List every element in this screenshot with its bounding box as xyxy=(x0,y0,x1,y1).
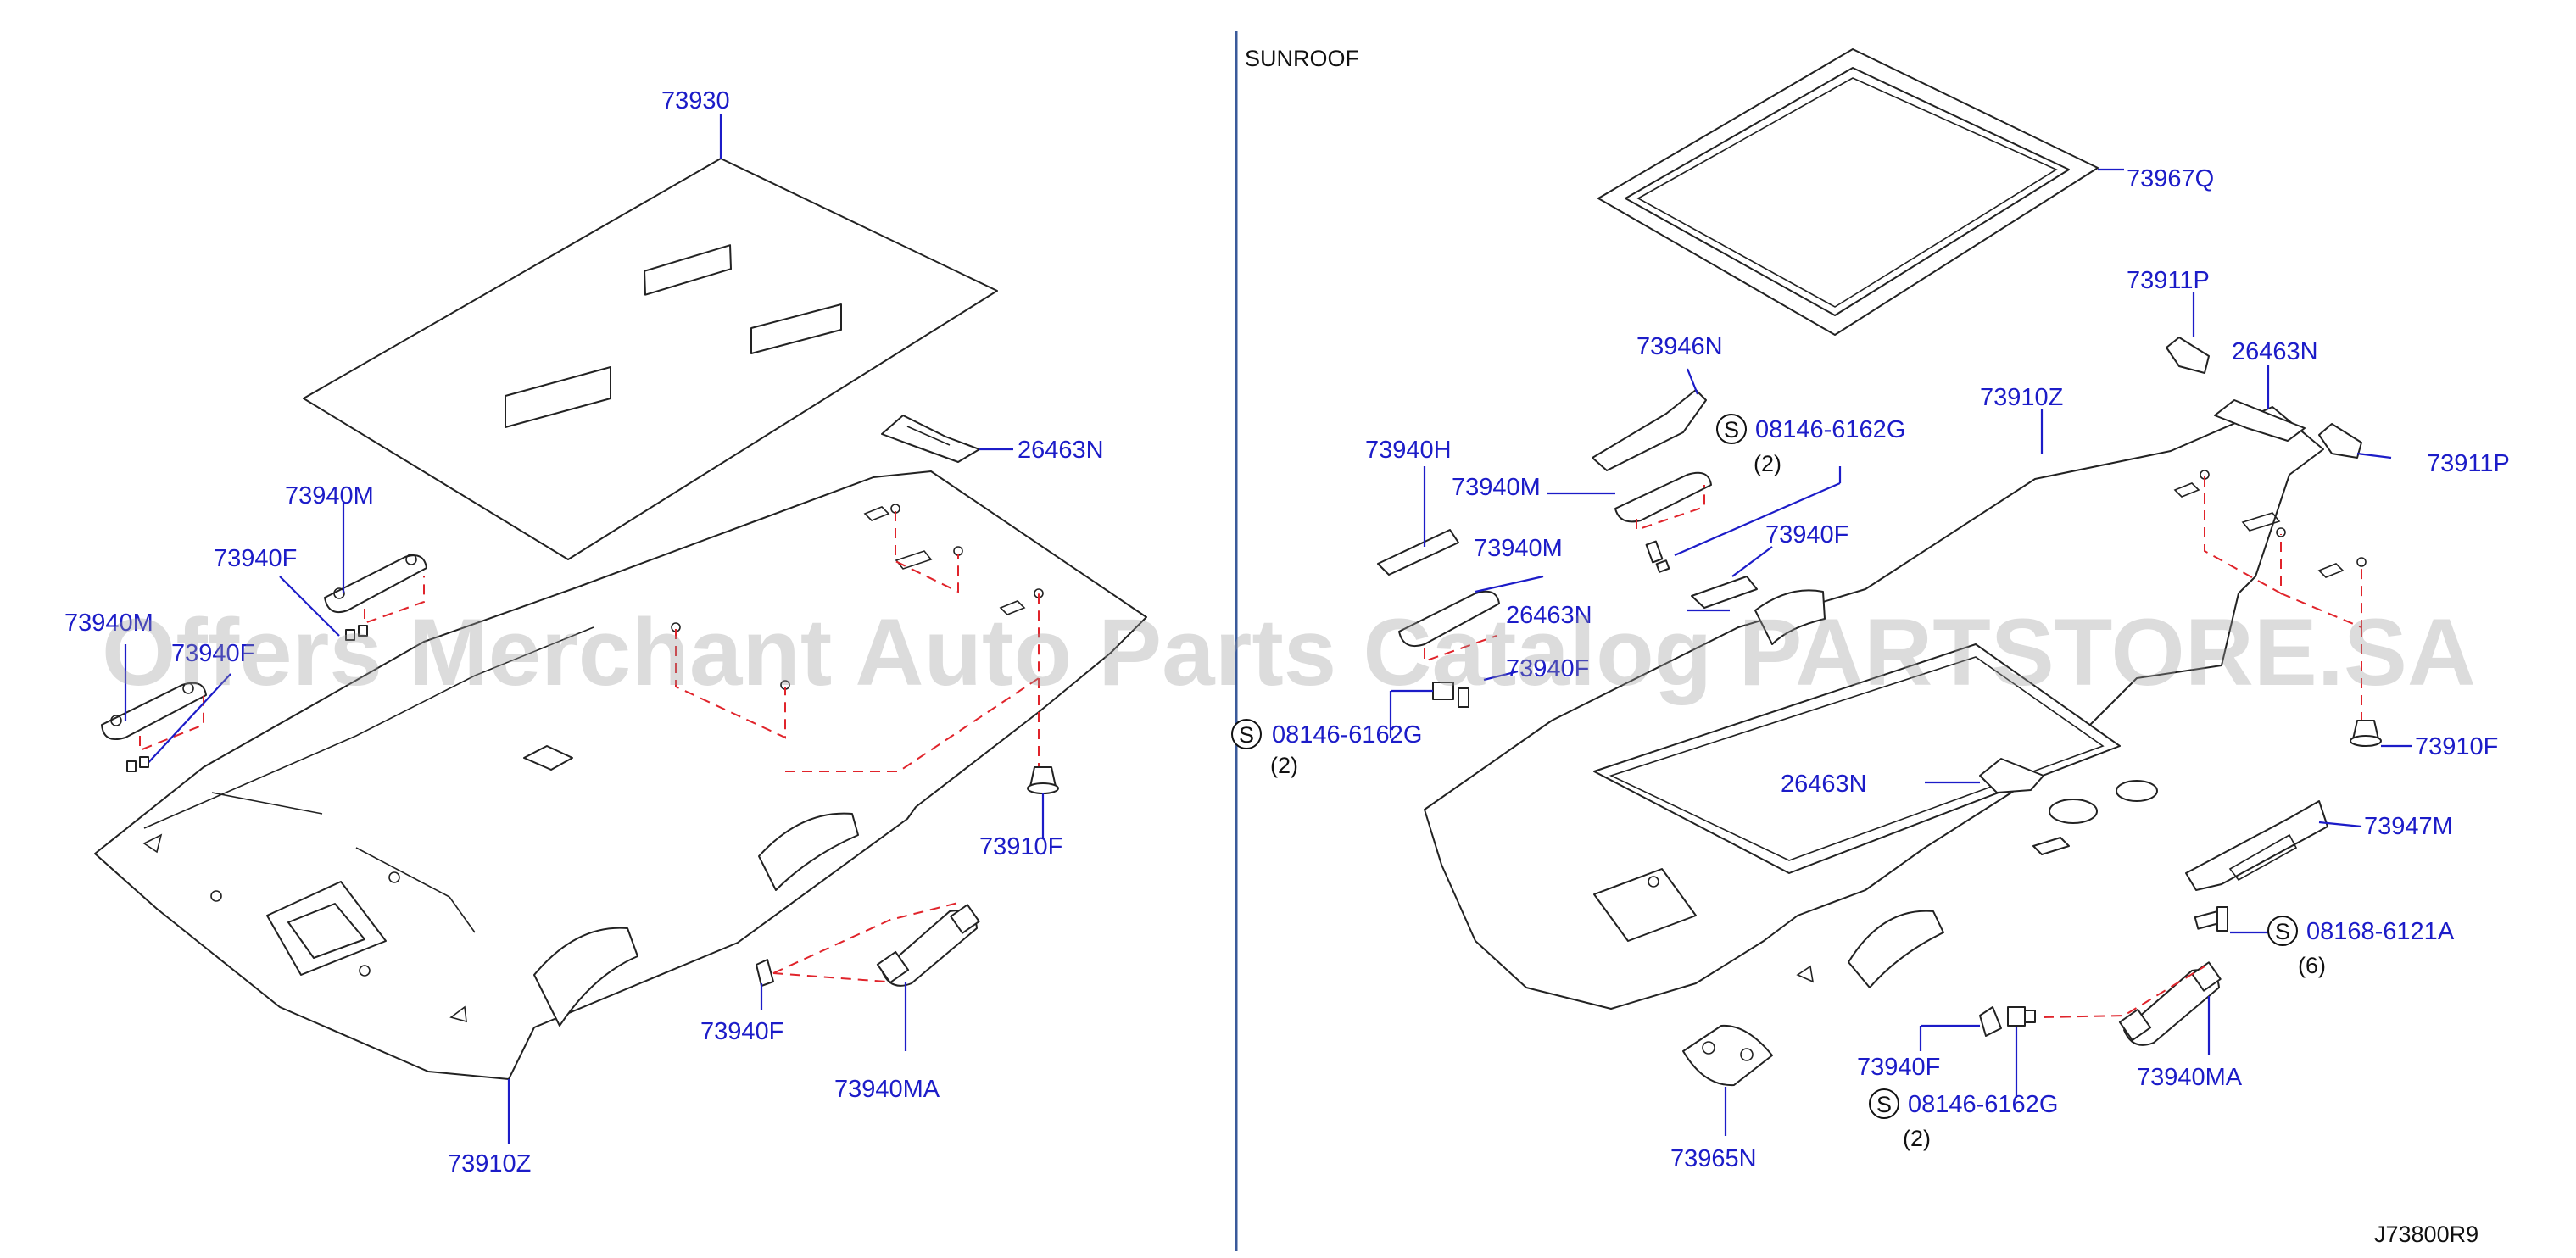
label-73940F-low-right[interactable]: 73940F xyxy=(1857,1054,1940,1081)
label-26463N-top[interactable]: 26463N xyxy=(2232,338,2318,365)
label-73940MA-right[interactable]: 73940MA xyxy=(2137,1064,2243,1091)
label-73946N[interactable]: 73946N xyxy=(1636,333,1723,360)
assist-grip-73940MA-right[interactable] xyxy=(2118,961,2222,1046)
label-73940F-upper[interactable]: 73940F xyxy=(214,545,297,572)
clip-73940F-a[interactable] xyxy=(1691,576,1758,609)
screw-symbol-top: S xyxy=(1716,414,1747,444)
trim-bar-73947M[interactable] xyxy=(2185,800,2328,891)
label-73910Z-right[interactable]: 73910Z xyxy=(1980,384,2063,411)
assist-grip-73940M-a[interactable] xyxy=(1614,471,1712,523)
lamp-73965N[interactable] xyxy=(1682,1024,1773,1087)
clip-73910F-left[interactable] xyxy=(1027,766,1059,794)
diagram-id: J73800R9 xyxy=(2374,1222,2478,1247)
headlining-73910Z-right[interactable] xyxy=(1424,406,2367,1010)
headlining-73910Z-left[interactable] xyxy=(94,470,1147,1080)
qty-08146-left: (2) xyxy=(1270,753,1298,778)
label-73940F-b[interactable]: 73940F xyxy=(1506,655,1589,682)
svg-text:S: S xyxy=(1876,1092,1892,1117)
label-73940F-low-left[interactable]: 73940F xyxy=(700,1018,783,1045)
label-73911P-top[interactable]: 73911P xyxy=(2127,267,2210,294)
label-73947M[interactable]: 73947M xyxy=(2364,813,2453,840)
qty-08146-low: (2) xyxy=(1903,1126,1931,1151)
bracket-26463N-center[interactable] xyxy=(1979,758,2044,793)
screw-08146-top[interactable] xyxy=(1645,540,1670,573)
label-73965N[interactable]: 73965N xyxy=(1670,1145,1757,1172)
bracket-73911P-top[interactable] xyxy=(2166,337,2210,374)
label-73967Q[interactable]: 73967Q xyxy=(2127,165,2214,192)
bracket-73940H[interactable] xyxy=(1377,529,1459,576)
label-73940M-left[interactable]: 73940M xyxy=(64,610,153,637)
label-73940F-a[interactable]: 73940F xyxy=(1765,521,1848,548)
watermark-text: Offers Merchant Auto Parts Catalog PARTS… xyxy=(102,599,2476,705)
label-73911P-right[interactable]: 73911P xyxy=(2427,450,2510,477)
clip-73910F-right[interactable] xyxy=(2350,720,2382,747)
sunroof-section-title: SUNROOF xyxy=(1245,46,1359,71)
screw-symbol-low: S xyxy=(1869,1088,1899,1119)
bracket-73911P-right[interactable] xyxy=(2318,423,2362,459)
label-26463N-mid[interactable]: 26463N xyxy=(1506,602,1592,629)
screw-symbol-08168: S xyxy=(2267,916,2298,946)
label-08168[interactable]: 08168-6121A xyxy=(2306,918,2455,945)
svg-text:S: S xyxy=(1724,417,1739,443)
screw-symbol-left: S xyxy=(1231,719,1262,749)
assist-grip-73940M-upper[interactable] xyxy=(324,554,427,614)
clip-73940F-upper[interactable] xyxy=(345,625,368,641)
label-08146-left[interactable]: 08146-6162G xyxy=(1272,721,1422,749)
label-73940M-upper[interactable]: 73940M xyxy=(285,482,374,509)
label-73910Z-left[interactable]: 73910Z xyxy=(448,1150,531,1177)
screw-08146-low[interactable] xyxy=(2007,1006,2036,1027)
label-26463N-left[interactable]: 26463N xyxy=(1018,437,1104,464)
label-73940MA-left[interactable]: 73940MA xyxy=(834,1076,940,1103)
svg-text:S: S xyxy=(2275,919,2290,944)
bracket-26463N-top[interactable] xyxy=(2214,399,2306,442)
bracket-73946N[interactable] xyxy=(1592,389,1707,471)
label-73930[interactable]: 73930 xyxy=(661,87,730,114)
label-08146-low[interactable]: 08146-6162G xyxy=(1908,1091,2058,1118)
qty-08168: (6) xyxy=(2298,953,2326,978)
label-73910F-left[interactable]: 73910F xyxy=(979,833,1062,860)
label-73940M-b[interactable]: 73940M xyxy=(1474,535,1563,562)
label-73940M-a[interactable]: 73940M xyxy=(1452,474,1541,501)
clip-73940F-left[interactable] xyxy=(126,756,149,772)
sunroof-frame-73967Q[interactable] xyxy=(1597,48,2099,336)
clip-73940F-low-left[interactable] xyxy=(756,959,774,987)
label-08146-top[interactable]: 08146-6162G xyxy=(1755,416,1905,443)
label-26463N-center[interactable]: 26463N xyxy=(1781,771,1867,798)
screw-08168[interactable] xyxy=(2194,906,2228,932)
qty-08146-top: (2) xyxy=(1754,451,1781,476)
screw-08146-left[interactable] xyxy=(1458,687,1469,708)
svg-text:S: S xyxy=(1239,722,1254,748)
bracket-26463N-left[interactable] xyxy=(881,415,980,463)
label-73940F-left[interactable]: 73940F xyxy=(171,640,254,667)
assist-grip-73940MA-left[interactable] xyxy=(876,904,980,987)
label-73910F-right[interactable]: 73910F xyxy=(2415,733,2498,760)
label-73940H[interactable]: 73940H xyxy=(1365,437,1452,464)
assist-grip-73940M-b[interactable] xyxy=(1398,590,1500,648)
assist-grip-73940M-left[interactable] xyxy=(101,682,207,741)
clip-73940F-low-right[interactable] xyxy=(1979,1006,2002,1037)
headliner-pad-73930[interactable] xyxy=(303,158,998,560)
